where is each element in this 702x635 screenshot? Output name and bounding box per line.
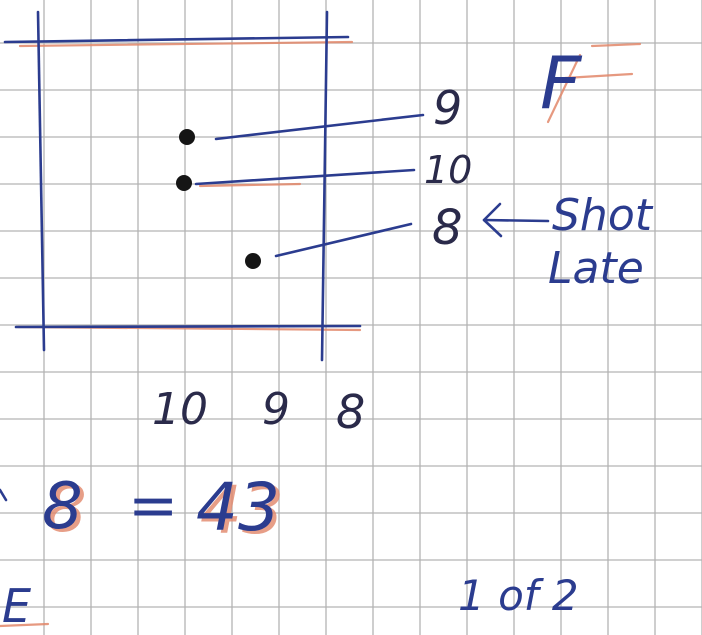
total-value-trace: 43 (200, 472, 284, 549)
score-tally: 10 (152, 384, 208, 435)
arrow-left-icon (482, 202, 550, 238)
shot-score-label: 10 (424, 148, 472, 192)
target-box (3, 10, 362, 362)
corner-mark: F (540, 41, 583, 125)
shot-score-label: 8 (432, 200, 463, 256)
shot-hole (245, 253, 261, 269)
total-value: 43 (196, 469, 280, 546)
score-tally: 8 (336, 385, 365, 439)
page-label: 1 of 2 (458, 571, 579, 620)
total-addend: 8 (42, 470, 83, 544)
shot-hole (179, 129, 195, 145)
shot-score-label: 9 (433, 81, 462, 135)
total-equals: = (128, 471, 178, 541)
shot-note-line: Late (548, 243, 644, 294)
total-addend-trace: 8 (46, 473, 87, 547)
total-row: 8 8 = 43 43 (0, 469, 284, 549)
score-tally: 9 (262, 384, 290, 435)
bottom-left-mark: E (0, 579, 50, 633)
leader-lines (194, 113, 425, 258)
cut-off-mark (0, 488, 8, 502)
shot-holes (176, 129, 261, 269)
shot-note-line: Shot (552, 190, 654, 241)
corner-f-mark (546, 42, 642, 124)
shot-hole (176, 175, 192, 191)
